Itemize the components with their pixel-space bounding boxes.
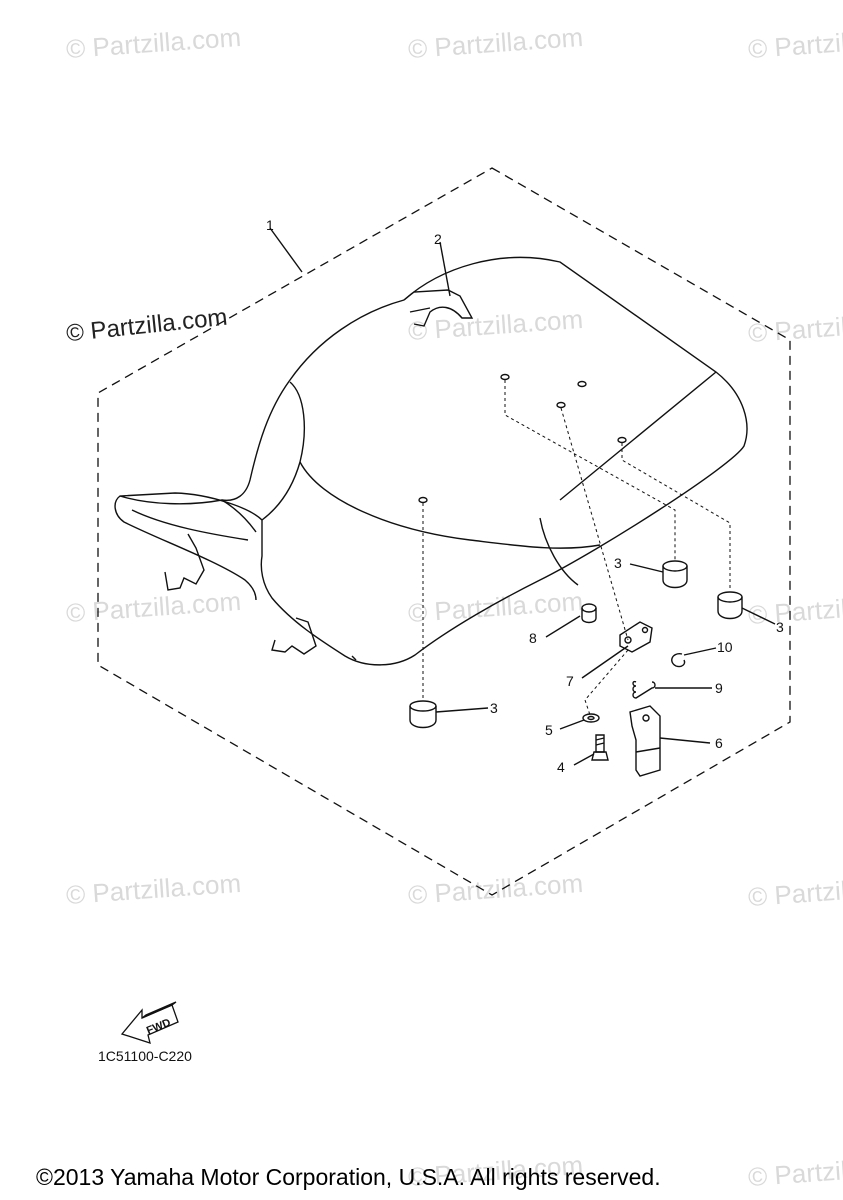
damper-part-3 — [409, 700, 437, 729]
diagram-code: 1C51100-C220 — [98, 1048, 192, 1064]
callout-4: 4 — [557, 759, 565, 775]
clip-part-10 — [671, 653, 686, 668]
seat-outline — [114, 256, 748, 666]
bracket-part-7 — [619, 621, 653, 653]
bolt-part-4 — [591, 734, 609, 761]
callout-10: 10 — [717, 639, 733, 655]
stud-part-8 — [581, 603, 597, 624]
fwd-label: FWD — [145, 1017, 173, 1038]
damper-part-3 — [662, 560, 688, 589]
callout-2: 2 — [434, 231, 442, 247]
callout-3: 3 — [776, 619, 784, 635]
callout-3: 3 — [614, 555, 622, 571]
damper-part-3 — [717, 591, 743, 620]
callout-1: 1 — [266, 217, 274, 233]
washer-part-5 — [582, 713, 600, 723]
callout-5: 5 — [545, 722, 553, 738]
copyright-notice: ©2013 Yamaha Motor Corporation, U.S.A. A… — [36, 1164, 661, 1190]
callout-7: 7 — [566, 673, 574, 689]
spring-part-9 — [632, 680, 656, 699]
callout-9: 9 — [715, 680, 723, 696]
assembly-boundary — [97, 167, 791, 896]
callout-6: 6 — [715, 735, 723, 751]
latch-part-6 — [629, 705, 661, 777]
callout-8: 8 — [529, 630, 537, 646]
seat-strap — [403, 289, 474, 327]
fwd-arrow-icon — [120, 1001, 179, 1044]
callout-3: 3 — [490, 700, 498, 716]
